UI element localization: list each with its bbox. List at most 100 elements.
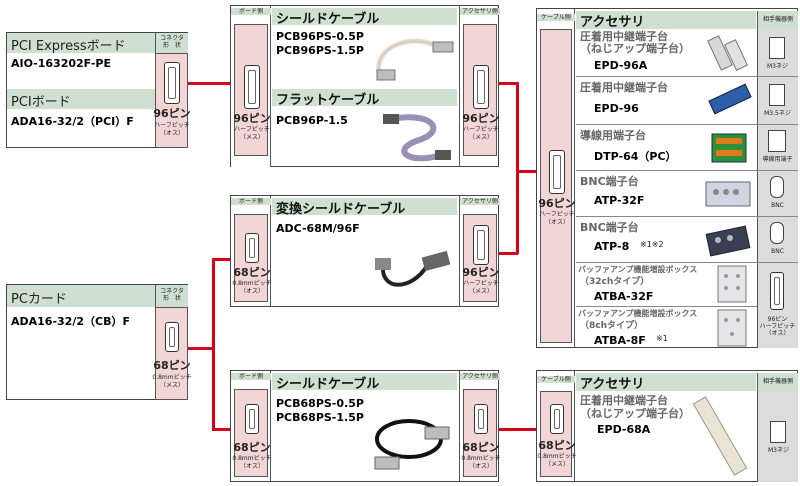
cable1-right-pitch: ハーフピッチ xyxy=(463,126,499,133)
acc1-item-name1: 圧着用中継端子台 xyxy=(580,81,668,94)
acc1-cable-side-col: ケーブル側 96ピン ハーフピッチ （オス） xyxy=(537,9,576,348)
shield-cable-image xyxy=(376,38,454,81)
acc1-item-dtp64: 導線用端子台 DTP-64（PC） xyxy=(576,124,757,170)
cable3-left-conn-cell: ボード側 68ピン 0.8mmピッチ （オス） xyxy=(231,371,272,482)
cable3-right-conn-cell: アクセサリ側 68ピン 0.8mmピッチ （オス） xyxy=(459,371,501,482)
acc1-shared-gender: （オス） xyxy=(765,330,790,337)
accessory-panel-96: ケーブル側 96ピン ハーフピッチ （オス） アクセサリ 相手機器側 圧着用中継… xyxy=(536,8,798,348)
bnc-box-image xyxy=(705,181,751,207)
acc1-pitch: ハーフピッチ xyxy=(539,211,575,218)
cable2-left-gender: （オス） xyxy=(239,288,264,295)
cable3-left-pins: 68ピン xyxy=(233,441,271,454)
cable3-left-gender: （オス） xyxy=(239,463,264,470)
cable3-left-pitch: 0.8mmピッチ xyxy=(232,455,272,462)
acc1-partner-1: M3.5ネジ xyxy=(757,76,798,124)
wire-to-cable2 xyxy=(212,258,232,261)
acc1-partner-3-label: BNC xyxy=(771,202,784,209)
acc1-item-atba32f: バッファアンプ機能増設ボックス （32chタイプ） ATBA-32F xyxy=(576,262,757,306)
pci-connector-cell: 96ピン ハーフピッチ （オス） xyxy=(153,53,191,148)
acc1-partner-4: BNC xyxy=(757,216,798,262)
pccard-title: PCカード xyxy=(11,292,67,307)
cable1-right-pins: 96ピン xyxy=(462,112,500,125)
acc1-item-code: EPD-96A xyxy=(594,59,648,72)
cable2-title: 変換シールドケーブル xyxy=(272,198,457,217)
cable-panel-96: ボード側 96ピン ハーフピッチ （メス） シールドケーブル PCB96PS-0… xyxy=(230,5,500,167)
acc2-item-name2: （ねじアップ端子台） xyxy=(580,407,690,420)
wire-terminal-icon xyxy=(768,130,786,152)
wire-pci-to-cable1 xyxy=(187,82,232,85)
cable2-right-pitch: ハーフピッチ xyxy=(463,280,499,287)
acc1-item-epd96: 圧着用中継端子台 EPD-96 xyxy=(576,76,757,124)
cable3-title: シールドケーブル xyxy=(272,373,457,392)
connector-shape-header: コネクタ 形 状 xyxy=(155,33,188,53)
acc2-item-code: EPD-68A xyxy=(597,423,651,436)
acc1-item-code: EPD-96 xyxy=(594,102,639,115)
wire-cable1-to-acc1-h xyxy=(498,82,518,85)
acc1-item-note: ※1 xyxy=(656,334,668,343)
wire-pccard-v xyxy=(212,258,215,430)
acc1-item-code: ATP-32F xyxy=(594,194,645,207)
cable2-left-pitch: 0.8mmピッチ xyxy=(232,280,272,287)
wire-to-cable3 xyxy=(212,428,232,431)
acc1-partner-0-label: M3ネジ xyxy=(767,63,788,70)
cable2-code: ADC-68M/96F xyxy=(276,222,360,235)
cable3-acc-side: アクセサリ側 xyxy=(460,373,500,380)
acc1-partner-2: 導線用端子 xyxy=(757,124,798,170)
pccard-pitch: 0.8mmピッチ xyxy=(152,374,192,381)
acc1-item-name1: バッファアンプ機能増設ボックス xyxy=(578,265,698,274)
connector-96pin-icon xyxy=(164,62,180,104)
acc1-item-name1: 導線用端子台 xyxy=(580,129,646,142)
acc1-item-name1: 圧着用中継端子台 xyxy=(580,30,668,43)
cable3-board-side: ボード側 xyxy=(231,373,271,380)
wire-bus-to-acc1 xyxy=(516,170,538,173)
wire-pccard-h xyxy=(187,347,214,350)
wire-cable2-to-bus xyxy=(498,252,518,255)
terminal-block-image xyxy=(708,83,752,115)
terminal-block-image xyxy=(711,133,747,163)
cable1-board-side: ボード側 xyxy=(231,8,271,15)
cable2-right-gender: （メス） xyxy=(468,288,493,295)
acc2-partner-label: M3ネジ xyxy=(768,447,789,454)
pccard-pins: 68ピン xyxy=(153,359,191,372)
pccard-connector-cell: 68ピン 0.8mmピッチ （メス） xyxy=(152,307,192,400)
acc2-pins: 68ピン xyxy=(538,439,576,452)
cable1-left-pins: 96ピン xyxy=(233,112,271,125)
cable2-board-side: ボード側 xyxy=(231,198,271,205)
cable1-code-c: PCB96P-1.5 xyxy=(276,114,348,127)
pci-header xyxy=(7,89,155,109)
acc2-pitch: 0.8mmピッチ xyxy=(537,453,577,460)
acc1-item-note: ※1※2 xyxy=(640,240,664,249)
board-panel-pccard: PCカード ADA16-32/2（CB）F コネクタ 形 状 68ピン 0.8m… xyxy=(6,284,192,400)
cable-panel-conversion: ボード側 68ピン 0.8mmピッチ （オス） 変換シールドケーブル ADC-6… xyxy=(230,195,500,307)
cable1-left-conn-cell: ボード側 96ピン ハーフピッチ （メス） xyxy=(231,6,271,167)
connector-96pin-female-icon xyxy=(473,225,489,265)
pccard-header-line1: コネクタ xyxy=(160,288,184,295)
acc1-gender: （オス） xyxy=(544,219,569,226)
connector-96pin-male-icon xyxy=(549,150,565,194)
pci-pitch: ハーフピッチ xyxy=(154,122,190,129)
pccard-connector-header: コネクタ 形 状 xyxy=(155,285,188,307)
pci-gender: （オス） xyxy=(159,130,184,137)
bnc-connector-icon xyxy=(770,176,784,198)
buffer-amp-box-image xyxy=(717,265,747,303)
cable3-right-pitch: 0.8mmピッチ xyxy=(461,455,501,462)
connector-96pin-icon xyxy=(770,272,784,310)
connector-header-line2: 形 状 xyxy=(162,42,181,49)
pcie-title: PCI Expressボード xyxy=(11,39,126,54)
cable3-code-a: PCB68PS-0.5P xyxy=(276,397,364,410)
acc1-partner-shared: 96ピン ハーフピッチ （オス） xyxy=(757,262,798,348)
cable2-acc-side: アクセサリ側 xyxy=(460,198,500,205)
pccard-gender: （メス） xyxy=(159,382,184,389)
acc1-title: アクセサリ xyxy=(576,11,756,30)
acc2-cable-side: ケーブル側 xyxy=(537,376,575,383)
acc2-item-name1: 圧着用中継端子台 xyxy=(580,394,668,407)
acc1-cable-side: ケーブル側 xyxy=(537,14,575,21)
connector-96pin-female-icon xyxy=(473,65,489,109)
acc1-pins: 96ピン xyxy=(538,197,576,210)
connector-68pin-female-icon xyxy=(550,404,564,434)
bnc-connector-icon xyxy=(770,222,784,244)
connector-68pin-male-icon xyxy=(245,233,259,263)
acc2-gender: （メス） xyxy=(544,461,569,468)
acc1-item-name2: （8chタイプ） xyxy=(580,321,644,331)
acc1-partner-4-label: BNC xyxy=(771,248,784,255)
